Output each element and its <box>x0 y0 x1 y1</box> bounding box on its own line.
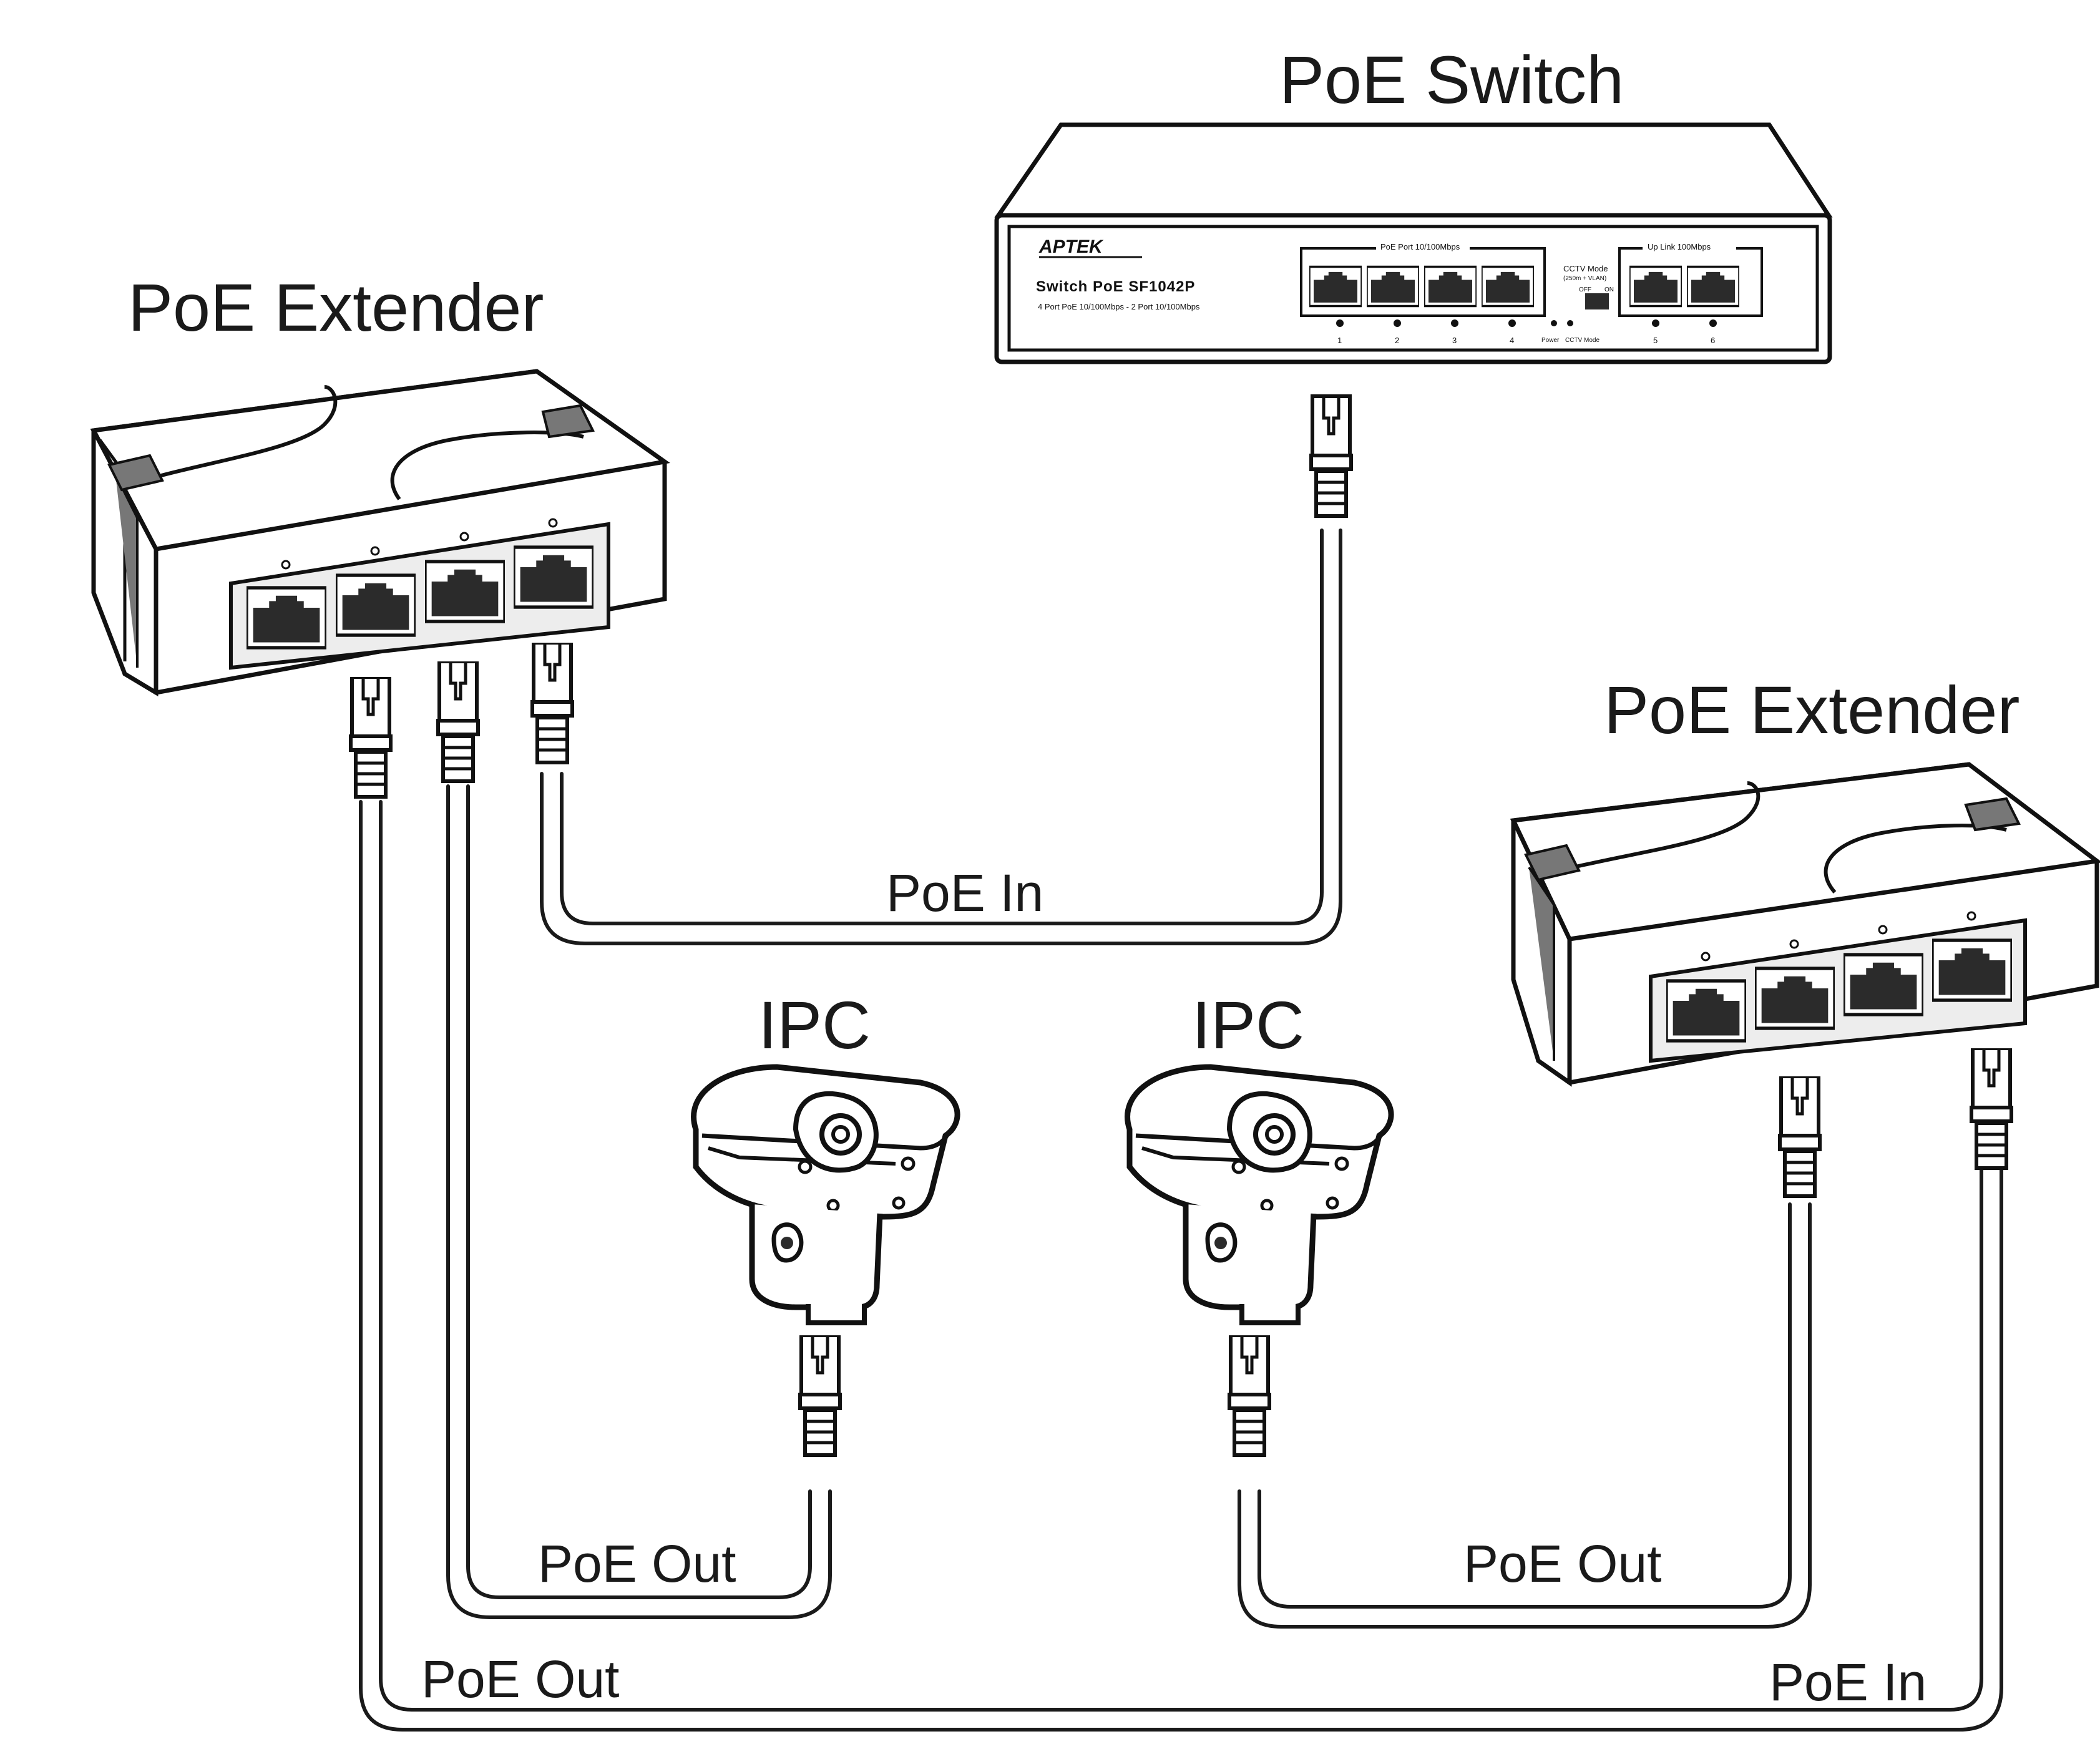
plug-ipc-left <box>800 1335 840 1455</box>
switch-spec: 4 Port PoE 10/100Mbps - 2 Port 10/100Mbp… <box>1038 302 1200 311</box>
plug-ext-left-2 <box>438 661 478 781</box>
ext-left-port-2 <box>336 575 416 635</box>
plug-ipc-right <box>1229 1335 1269 1455</box>
power-led-label: Power <box>1541 337 1560 344</box>
label-poe-out-right: PoE Out <box>1463 1534 1662 1593</box>
ext-right-port-3 <box>1844 955 1923 1015</box>
switch-port-6 <box>1687 267 1739 306</box>
plug-ext-left-1 <box>351 677 391 797</box>
ipc-camera-left <box>694 1067 957 1323</box>
on-label: ON <box>1604 286 1614 293</box>
ext-right-port-2 <box>1755 968 1835 1028</box>
switch-port-2 <box>1367 267 1419 306</box>
ipc-camera-right <box>1128 1067 1391 1323</box>
label-poe-switch: PoE Switch <box>1279 42 1624 117</box>
switch-port-1 <box>1309 267 1362 306</box>
label-poe-in-bottom-right: PoE In <box>1769 1653 1927 1712</box>
port-num-5: 5 <box>1653 336 1658 345</box>
poe-port-group-label: PoE Port 10/100Mbps <box>1380 242 1460 251</box>
switch-port-4 <box>1482 267 1534 306</box>
cable-poe-out-left-inner <box>466 784 812 1599</box>
port-num-3: 3 <box>1452 336 1457 345</box>
port-num-4: 4 <box>1510 336 1514 345</box>
plug-switch <box>1311 396 1351 516</box>
switch-brand: APTEK <box>1038 236 1104 257</box>
ext-left-port-1 <box>247 588 326 648</box>
port-num-1: 1 <box>1337 336 1342 345</box>
plug-ext-right-2 <box>1971 1048 2011 1168</box>
switch-port-3 <box>1424 267 1477 306</box>
cctv-mode-sub: (250m + VLAN) <box>1563 275 1606 282</box>
cable-poe-out-right <box>1258 1202 1792 1609</box>
label-poe-in-top: PoE In <box>886 864 1043 922</box>
ext-left-port-4 <box>514 547 593 607</box>
label-poe-extender-left: PoE Extender <box>128 270 544 345</box>
poe-switch: APTEK Switch PoE SF1042P 4 Port PoE 10/1… <box>994 122 1833 364</box>
ext-right-port-1 <box>1666 981 1746 1041</box>
label-ipc-right: IPC <box>1192 987 1304 1063</box>
switch-model: Switch PoE SF1042P <box>1036 278 1195 295</box>
label-ipc-left: IPC <box>758 987 871 1063</box>
ext-right-port-4 <box>1932 940 2012 1000</box>
off-label: OFF <box>1579 286 1591 293</box>
ext-left-port-3 <box>425 562 505 621</box>
cable-poe-out-left-outer <box>379 800 1983 1712</box>
cable-poe-in-top <box>560 529 1324 925</box>
label-poe-out-left-inner: PoE Out <box>538 1534 736 1593</box>
uplink-group-label: Up Link 100Mbps <box>1648 242 1711 251</box>
cctv-toggle[interactable] <box>1585 293 1609 309</box>
poe-extender-right <box>1510 762 2100 1087</box>
switch-port-5 <box>1629 267 1682 306</box>
cctv-mode-label: CCTV Mode <box>1563 264 1608 273</box>
plug-ext-left-3 <box>532 643 572 762</box>
port-num-6: 6 <box>1711 336 1715 345</box>
cctv-led-label: CCTV Mode <box>1565 337 1599 344</box>
poe-extender-left <box>90 369 670 697</box>
port-num-2: 2 <box>1395 336 1399 345</box>
cables <box>359 529 2003 1732</box>
label-poe-out-left-outer: PoE Out <box>421 1650 620 1708</box>
plug-ext-right-1 <box>1780 1076 1820 1196</box>
label-poe-extender-right: PoE Extender <box>1604 672 2019 748</box>
